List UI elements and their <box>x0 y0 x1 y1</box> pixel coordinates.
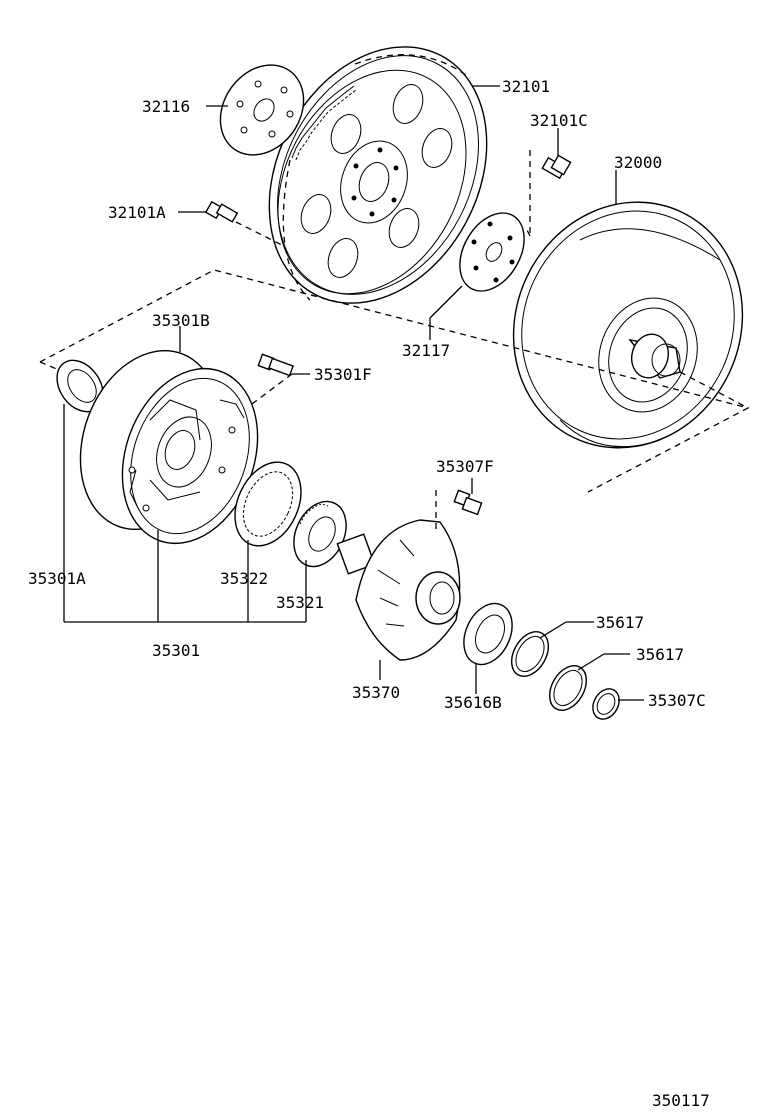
label-35301B: 35301B <box>152 311 210 330</box>
label-35301F: 35301F <box>314 365 372 384</box>
label-35370: 35370 <box>352 683 400 702</box>
thrust-washer-35616B <box>463 602 513 666</box>
seal-ring-35617-b <box>548 665 588 711</box>
label-32116: 32116 <box>142 97 190 116</box>
label-32117: 32117 <box>402 341 450 360</box>
label-35322: 35322 <box>220 569 268 588</box>
label-35307F: 35307F <box>436 457 494 476</box>
label-35321: 35321 <box>276 593 324 612</box>
label-32000: 32000 <box>614 153 662 172</box>
torque-converter-32000 <box>512 201 749 449</box>
drive-plate-32101 <box>268 46 488 304</box>
label-35617-b: 35617 <box>636 645 684 664</box>
bolt-32101A <box>204 200 285 247</box>
label-35617-a: 35617 <box>596 613 644 632</box>
plate-32117 <box>459 150 531 292</box>
seal-ring-35617-a <box>510 631 550 677</box>
leader-lines <box>63 85 644 701</box>
bolt-35301F <box>251 353 294 405</box>
snap-ring-35307C <box>592 688 620 720</box>
figure-number: 350117 <box>652 1091 710 1110</box>
oil-seal-35301A <box>56 359 104 413</box>
label-32101C: 32101C <box>530 111 588 130</box>
plate-32116 <box>219 64 305 156</box>
label-35301: 35301 <box>152 641 200 660</box>
label-35307C: 35307C <box>648 691 706 710</box>
label-35301A: 35301A <box>28 569 86 588</box>
label-32101: 32101 <box>502 77 550 96</box>
assembly-boundary <box>39 269 750 493</box>
bolt-35307F <box>453 489 483 516</box>
label-32101A: 32101A <box>108 203 166 222</box>
oil-pump-body-35301B <box>79 349 259 545</box>
stator-shaft-35370 <box>336 490 461 661</box>
bolt-32101C <box>541 154 572 180</box>
label-35616B: 35616B <box>444 693 502 712</box>
driven-gear-35322 <box>234 461 302 547</box>
